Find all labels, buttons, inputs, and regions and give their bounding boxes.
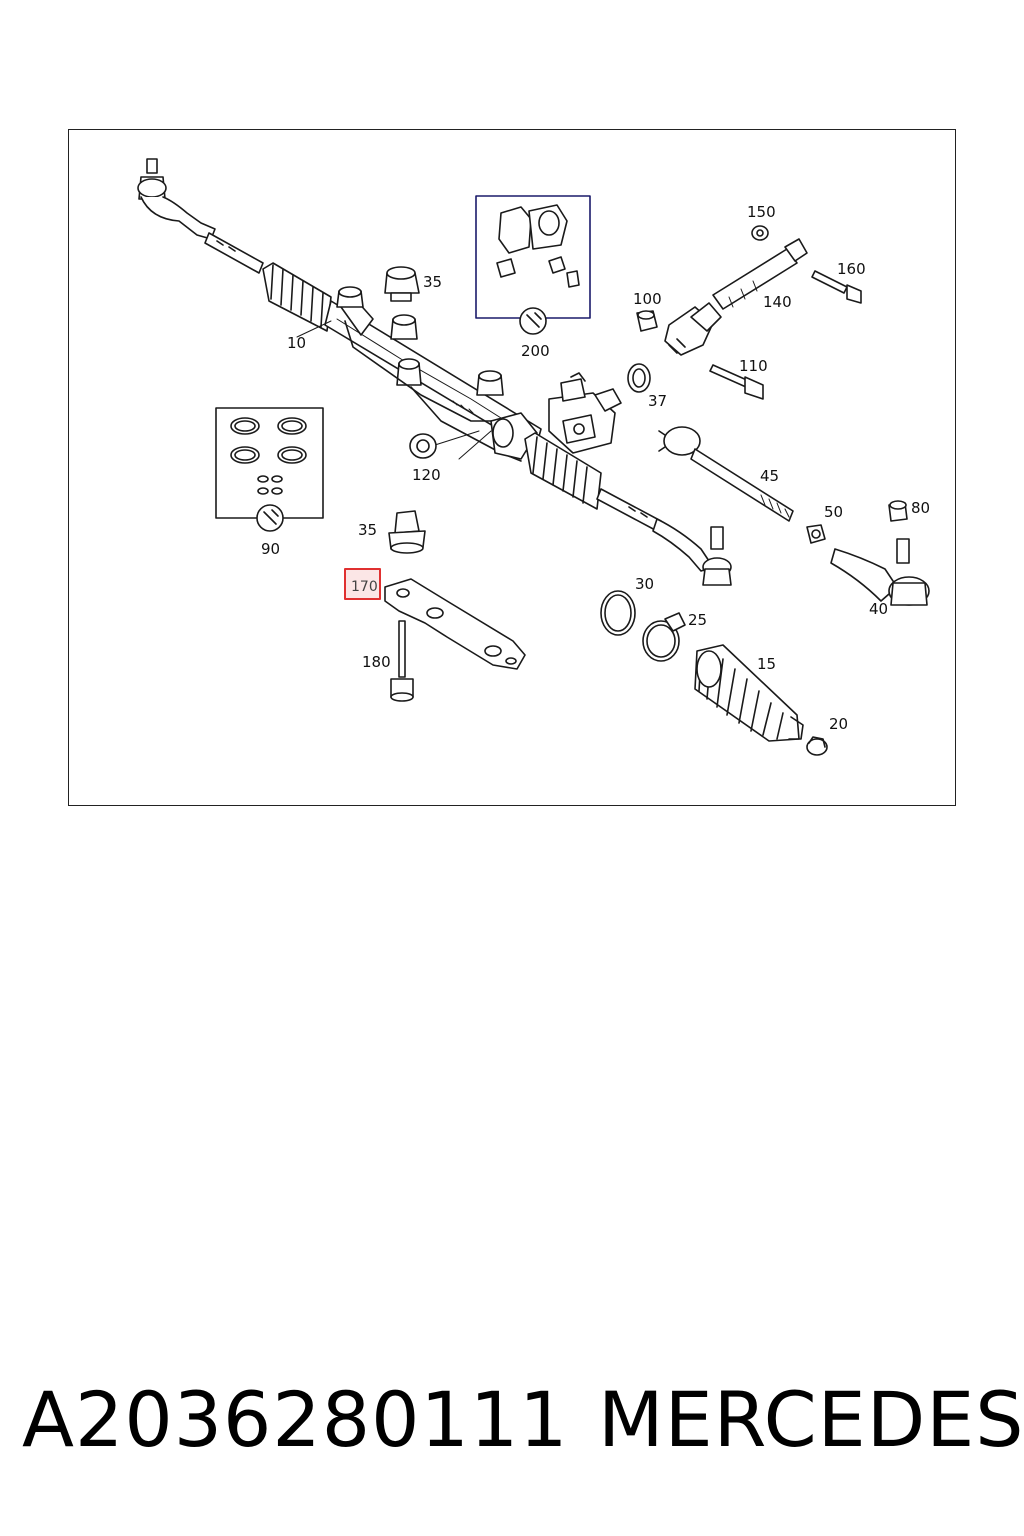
callout-15: 15 [757,655,776,673]
callout-170: 170 [351,579,378,595]
callout-50: 50 [824,503,843,521]
highlight-box-170 [344,568,381,600]
diagram-frame: 10 15 20 25 30 35 35 37 40 45 50 80 90 1… [68,129,956,806]
mount-bushing-top [384,266,420,302]
callout-120: 120 [412,466,441,484]
callout-35-top: 35 [423,273,442,291]
callout-20: 20 [829,715,848,733]
callout-110: 110 [739,357,768,375]
inner-tie-rod-45 [658,426,794,522]
callout-10: 10 [287,334,306,352]
callout-90: 90 [261,540,280,558]
mount-bushing-lower [388,510,426,554]
clamp-20 [806,736,828,756]
clamp-25 [642,612,686,662]
seal-ring-37 [627,363,651,393]
callout-45: 45 [760,467,779,485]
callout-140: 140 [763,293,792,311]
brand-name: MERCEDES [598,1375,1024,1464]
callout-30: 30 [635,575,654,593]
nut-80 [888,500,908,522]
callout-180: 180 [362,653,391,671]
steering-rack [137,158,732,586]
part-number: A2036280111 [22,1375,569,1464]
bolt-180 [390,620,414,702]
steering-rack-diagram: 10 15 20 25 30 35 35 37 40 45 50 80 90 1… [137,158,930,756]
callout-200: 200 [521,342,550,360]
callout-80: 80 [911,499,930,517]
bolt-160 [811,270,862,304]
callout-100: 100 [633,290,662,308]
seal-ring-30 [600,590,636,636]
valve-kit-200 [475,195,591,335]
tie-rod-end-40 [830,538,930,606]
callout-37: 37 [648,392,667,410]
seal-kit-90 [215,407,324,532]
callout-150: 150 [747,203,776,221]
nut-100 [636,310,658,332]
nut-50 [806,524,826,544]
callout-35-lower: 35 [358,521,377,539]
callout-25: 25 [688,611,707,629]
bolt-110 [709,364,764,400]
washer-150 [751,225,769,241]
bellows-boot-15 [694,644,804,742]
leader-lines [296,320,492,460]
intermediate-shaft-140 [664,238,808,356]
callout-labels: 10 15 20 25 30 35 35 37 40 45 50 80 90 1… [261,203,930,733]
plug-120 [409,433,437,459]
callout-160: 160 [837,260,866,278]
caption: A2036280111 MERCEDES [0,1370,1024,1470]
callout-40: 40 [869,600,888,618]
bracket-plate-170 [384,578,526,670]
